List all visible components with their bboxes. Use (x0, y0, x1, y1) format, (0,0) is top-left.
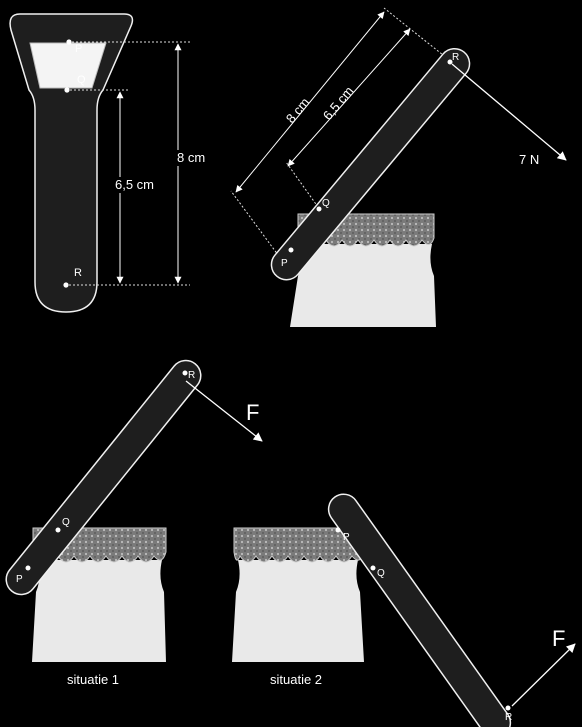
force-f-label-s1: F (246, 400, 259, 425)
point-r-label-s2: R (505, 712, 512, 723)
situation-1-label: situatie 1 (67, 672, 119, 687)
point-p-dot-s2 (335, 527, 341, 533)
point-r-dot (63, 282, 69, 288)
point-q-dot-s1 (55, 527, 61, 533)
point-r-dot-s1 (182, 370, 188, 376)
bottle-top (290, 244, 436, 327)
force-f-arrow-s1 (185, 380, 263, 442)
force-f-label-s2: F (552, 626, 565, 651)
point-p-label-top: P (281, 258, 288, 269)
situation-2: P Q R F situatie 2 (232, 493, 576, 727)
opener-front-view: P Q R 8 cm 6,5 cm (9, 13, 222, 313)
point-p-label-s2: P (343, 532, 350, 543)
point-r-label: R (74, 267, 82, 279)
dim-8cm-label: 8 cm (177, 150, 205, 165)
opener-bar-s1 (5, 359, 202, 596)
point-q-label-top: Q (322, 198, 330, 209)
dim-65cm-label-top: 6,5 cm (320, 83, 357, 123)
point-p-label: P (75, 43, 82, 55)
point-q-dot-s2 (370, 565, 376, 571)
bottle-cap-s2 (233, 527, 365, 563)
point-p-label-s1: P (16, 574, 23, 585)
force-7n-label: 7 N (519, 152, 539, 167)
dim-8cm-label-top: 8 cm (283, 95, 313, 126)
point-r-dot-top (447, 59, 453, 65)
bottle-s2 (232, 560, 364, 662)
opener-bar-s2 (327, 493, 512, 727)
force-f-arrow-s2 (511, 643, 576, 707)
point-q-label-s2: Q (377, 568, 385, 579)
point-q-dot (64, 87, 70, 93)
point-p-dot-top (288, 247, 294, 253)
opener-on-bottle-top: P Q R 8 cm 6,5 cm 7 N (230, 7, 567, 327)
force-7n-arrow (451, 63, 567, 161)
opener-hole (29, 42, 107, 89)
point-q-dot-top (316, 206, 322, 212)
point-q-label: Q (77, 74, 86, 86)
bottle-s1 (32, 560, 166, 662)
point-p-dot-s1 (25, 565, 31, 571)
point-r-label-top: R (452, 52, 459, 63)
situation-2-label: situatie 2 (270, 672, 322, 687)
point-q-label-s1: Q (62, 517, 70, 528)
situation-1: P Q R F situatie 1 (5, 359, 263, 687)
point-r-label-s1: R (188, 370, 195, 381)
point-r-dot-s2 (505, 705, 511, 711)
dim-65cm-label: 6,5 cm (115, 177, 154, 192)
dim-65cm-arrow-top (287, 28, 411, 167)
point-p-dot (66, 39, 72, 45)
